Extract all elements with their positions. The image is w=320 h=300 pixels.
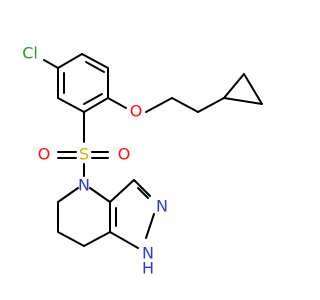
atom-cl: Cl: [22, 44, 38, 63]
atom-o-sulfonyl-right: O: [118, 145, 131, 164]
atom-o-ether: O: [130, 102, 143, 121]
cyclopropylethoxy-chain: [107, 73, 263, 113]
atom-nh-h: H: [142, 259, 154, 278]
atom-nh-n: N: [142, 244, 154, 263]
tetrahydropyridine-ring: [57, 187, 111, 247]
structure-diagram: Cl O S O O N N N H: [22, 44, 263, 278]
atom-n-ring: N: [78, 176, 90, 195]
molecule-canvas: Cl O S O O N N N H: [22, 44, 263, 278]
atom-n-pyrazole: N: [156, 197, 168, 216]
atom-s: S: [79, 145, 89, 164]
bond-c-cl: [43, 59, 59, 69]
atom-o-sulfonyl-left: O: [38, 145, 51, 164]
sulfonyl-group: [57, 111, 109, 177]
pyrazole-ring: [109, 179, 155, 249]
benzene-ring: [57, 53, 109, 113]
